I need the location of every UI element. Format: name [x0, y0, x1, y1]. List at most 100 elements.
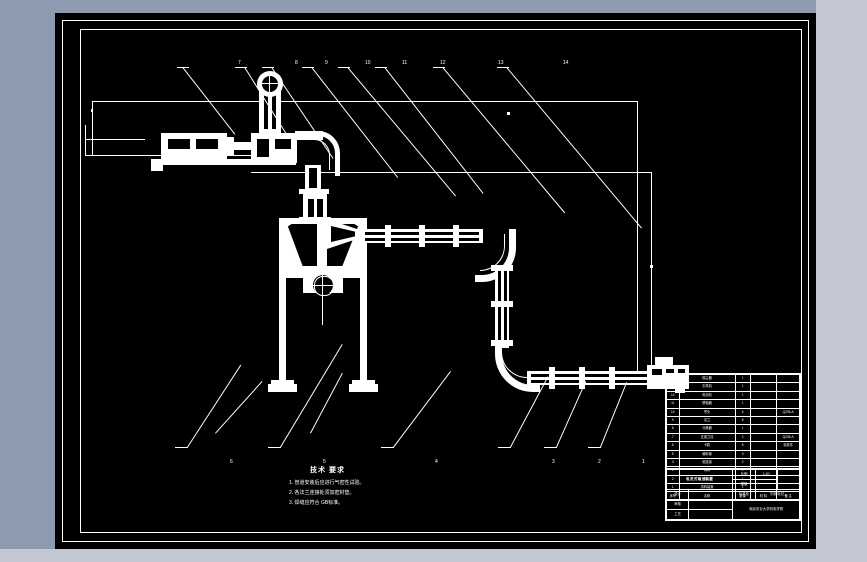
- duct-flange-l1: [549, 367, 555, 389]
- bom-cell-qty: 1: [734, 382, 751, 392]
- sheet-border-outer: [62, 20, 809, 542]
- bom-cell-qty: 1: [734, 373, 751, 384]
- bom-cell-no: 11: [666, 399, 680, 409]
- dimension-line-left-top: [92, 101, 277, 102]
- bom-cell-remark: Q235-A: [776, 432, 800, 443]
- bom-cell-qty: 3: [734, 449, 751, 459]
- motor-body-cut2: [196, 139, 218, 149]
- bom-cell-no: 8: [666, 424, 680, 434]
- bom-cell-qty: 1: [734, 399, 751, 409]
- dimension-line-mid-long: [251, 172, 652, 173]
- dimension-line-left-short: [85, 125, 86, 155]
- bom-cell-material: [749, 407, 778, 417]
- dimension-line-right-inner: [651, 172, 652, 381]
- bom-cell-material: [749, 415, 778, 426]
- leader-number-5: 5: [323, 459, 326, 465]
- bom-cell-no: 5: [666, 449, 680, 459]
- technical-notes-line-3: 3. 焊缝应符合 GB标准。: [289, 500, 344, 506]
- bom-cell-name: 输料管: [678, 449, 736, 459]
- bom-cell-name: 电动机: [678, 390, 736, 401]
- bom-cell-qty: 1: [734, 424, 751, 434]
- duct-flange-v1: [491, 265, 513, 271]
- stand-leg-right: [360, 218, 367, 386]
- bom-cell-remark: [776, 449, 800, 459]
- stack-head-crosshair-h: [260, 83, 280, 84]
- stand-foot-right: [349, 384, 378, 392]
- weight-value-cell: [754, 479, 778, 490]
- weight-label-cell: 重量: [732, 479, 756, 490]
- dimension-line-upper-long: [255, 101, 637, 102]
- bom-cell-name: 支架立柱: [678, 432, 736, 443]
- bom-cell-no: 7: [666, 432, 680, 443]
- bom-cell-no: 4: [666, 457, 680, 468]
- sheet-border-inner: [80, 29, 802, 533]
- leader-tick-5: [268, 447, 281, 448]
- bom-cell-material: [749, 441, 778, 451]
- bom-cell-qty: 2: [734, 432, 751, 443]
- leader-number-4: 4: [435, 459, 438, 465]
- leader-tick-13: [433, 67, 445, 68]
- scale-value-cell: 1:20: [754, 469, 778, 480]
- bom-cell-no: 6: [666, 441, 680, 451]
- rotary-valve-cross-v: [322, 274, 323, 297]
- bom-cell-name: 软连接: [678, 457, 736, 468]
- bom-cell-qty: 4: [734, 407, 751, 417]
- leader-number-2: 2: [598, 459, 601, 465]
- motor-base-plate: [151, 159, 296, 165]
- feeder-unit-cut3: [678, 369, 685, 375]
- leader-tick-8: [235, 67, 247, 68]
- bom-cell-material: [749, 399, 778, 409]
- bom-cell-no: 13: [666, 382, 680, 392]
- bom-cell-remark: Q235-A: [776, 407, 800, 417]
- bom-cell-name: 联轴器: [678, 399, 736, 409]
- leader-tick-6: [175, 447, 188, 448]
- bom-cell-remark: [776, 424, 800, 434]
- conveying-duct-vertical-bore2: [504, 271, 507, 345]
- bom-cell-remark: [776, 457, 800, 468]
- duct-elbow-lower-left: [495, 343, 540, 392]
- fan-housing-cut2: [275, 139, 291, 149]
- leader-number-11: 11: [402, 60, 408, 66]
- leader-number-3: 3: [552, 459, 555, 465]
- page-background-right: [816, 0, 867, 562]
- leader-number-10: 10: [365, 60, 371, 66]
- stage-mark-cell: 阶段标记: [754, 489, 801, 500]
- organization-cell: 南京农业大学机电学院: [732, 499, 800, 520]
- bom-cell-material: [749, 432, 778, 443]
- bom-cell-no: 12: [666, 390, 680, 401]
- feeder-unit-hopper: [655, 357, 673, 366]
- dimension-tick-right: [650, 265, 653, 268]
- bom-cell-no: 14: [666, 373, 680, 384]
- drawing-name-cell: 吸发式输送装置: [665, 469, 734, 490]
- fan-outlet-elbow: [305, 131, 340, 176]
- technical-notes-heading: 技术 要求: [310, 467, 345, 474]
- bom-cell-no: 9: [666, 415, 680, 426]
- duct-vertical-bore: [309, 168, 317, 188]
- motor-body-cut: [168, 139, 190, 149]
- stack-pipe-bore2: [272, 91, 276, 129]
- page-background-bottom: [0, 549, 867, 562]
- dimension-tick-upper: [507, 112, 510, 115]
- duct-flange-l3: [609, 367, 615, 389]
- scale-label-cell: 比例: [732, 469, 756, 480]
- duct-flange-l2: [579, 367, 585, 389]
- leader-tick-14: [497, 67, 509, 68]
- bom-cell-material: [749, 457, 778, 468]
- title-block-lower: 吸发式输送装置 比例 1:20 重量 设计 标准化 阶段标记 审核: [665, 468, 801, 520]
- page-background-left: [0, 0, 55, 549]
- stand-leg-left: [279, 218, 286, 386]
- bom-cell-material: [749, 382, 778, 392]
- technical-notes-line-1: 1. 管道安装后应进行气密性试验。: [289, 480, 365, 486]
- bom-cell-material: [749, 449, 778, 459]
- hopper-centerline: [322, 225, 323, 273]
- bom-cell-name: 引风机: [678, 382, 736, 392]
- leader-tick-11: [338, 67, 350, 68]
- duct-flange-2: [419, 225, 425, 247]
